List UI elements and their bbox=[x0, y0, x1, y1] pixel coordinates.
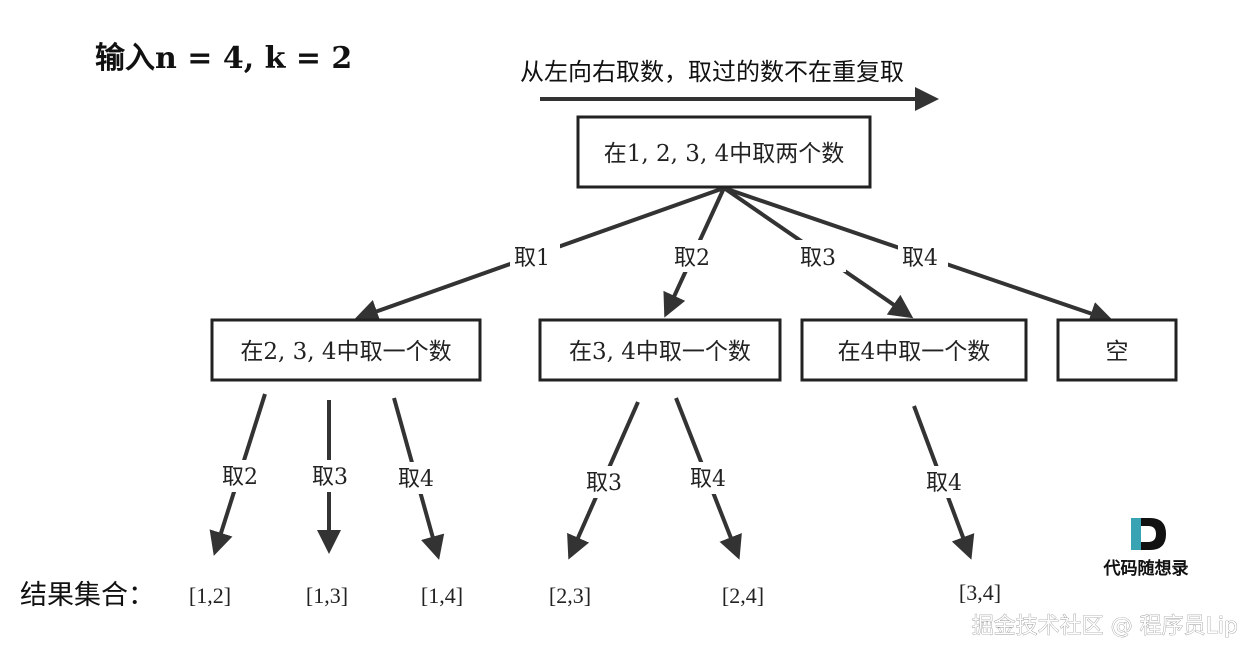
edge-label-bg bbox=[922, 466, 972, 498]
result-item: [2,3] bbox=[549, 583, 591, 608]
result-item: [1,3] bbox=[306, 583, 348, 608]
logo-text: 代码随想录 bbox=[1103, 558, 1189, 579]
brand-logo: 代码随想录 bbox=[1103, 518, 1189, 579]
node-empty: 空 bbox=[1056, 318, 1178, 382]
edge-label-take1: 取1 bbox=[514, 246, 550, 271]
node-pick-from-4: 在4中取一个数 bbox=[800, 318, 1028, 382]
edge-label-bg bbox=[510, 240, 560, 272]
edge-label-leaf: 取3 bbox=[586, 471, 622, 496]
result-item: [2,4] bbox=[722, 583, 764, 608]
edge-label-bg bbox=[218, 460, 268, 492]
node-label: 空 bbox=[1106, 339, 1129, 365]
root-node: 在1, 2, 3, 4中取两个数 bbox=[576, 115, 872, 189]
result-item: [3,4] bbox=[959, 580, 1001, 605]
edge-label-bg bbox=[796, 240, 846, 272]
edge-label-leaf: 取2 bbox=[222, 465, 258, 490]
edge-label-leaf: 取4 bbox=[690, 467, 726, 492]
result-item: [1,2] bbox=[189, 583, 231, 608]
node-pick-from-34: 在3, 4中取一个数 bbox=[538, 318, 782, 382]
result-item: [1,4] bbox=[421, 583, 463, 608]
diagram-title: 输入n = 4, k = 2 bbox=[95, 41, 352, 76]
node-label: 在2, 3, 4中取一个数 bbox=[240, 339, 451, 365]
root-node-label: 在1, 2, 3, 4中取两个数 bbox=[604, 141, 844, 167]
edge-label-bg bbox=[686, 462, 736, 494]
edge-label-bg bbox=[308, 460, 358, 492]
node-pick-from-234: 在2, 3, 4中取一个数 bbox=[210, 318, 482, 382]
node-label: 在4中取一个数 bbox=[838, 339, 991, 365]
edge-label-take3: 取3 bbox=[800, 246, 836, 271]
edge-label-take4: 取4 bbox=[902, 246, 938, 271]
node-label: 在3, 4中取一个数 bbox=[569, 339, 751, 365]
edge-label-bg bbox=[670, 240, 720, 272]
edge-label-take2: 取2 bbox=[674, 246, 710, 271]
logo-d-icon bbox=[1141, 518, 1166, 550]
edge-label-bg bbox=[582, 466, 632, 498]
edge-label-bg bbox=[394, 462, 444, 494]
results-label: 结果集合： bbox=[20, 580, 155, 611]
watermark: 掘金技术社区 @ 程序员Lip bbox=[972, 614, 1238, 639]
direction-note: 从左向右取数，取过的数不在重复取 bbox=[520, 58, 904, 86]
edge-label-leaf: 取4 bbox=[926, 471, 962, 496]
logo-accent-bar bbox=[1131, 518, 1141, 550]
edge-label-leaf: 取4 bbox=[398, 467, 434, 492]
edge-label-bg bbox=[898, 240, 948, 272]
edge-label-leaf: 取3 bbox=[312, 465, 348, 490]
